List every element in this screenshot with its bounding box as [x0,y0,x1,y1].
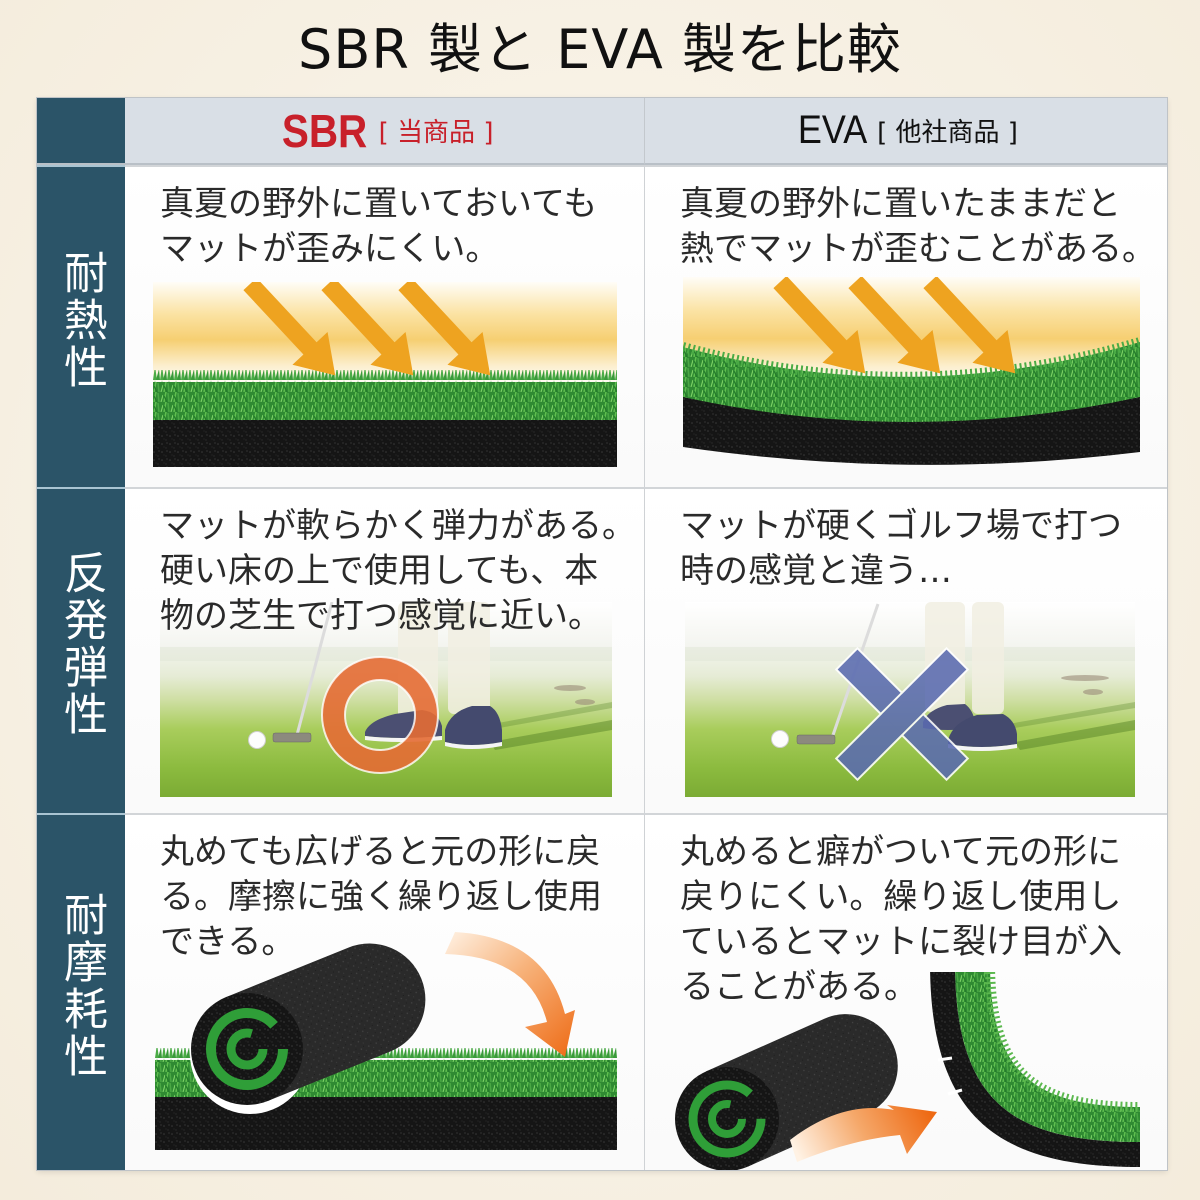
header-sbr-tag: [ 当商品 ] [378,118,494,148]
rolled-mat-flattens-icon [155,932,617,1150]
heat-arrow-icon [243,282,336,376]
distant-treeline [160,647,612,661]
cell-eva-heat: 真夏の野外に置いたままだと 熱でマットが歪むことがある。 [645,165,1167,487]
curved-mat-grass [955,972,1140,1142]
grass-blades [683,337,1140,382]
cross-ng-icon [834,646,970,782]
golf-ball [771,730,789,748]
text-line: 丸めると癖がついて元の形に [680,832,1121,872]
shadow [985,702,1135,732]
page-title: SBR 製と EVA 製を比較 [298,18,902,81]
text-line: マットが歪みにくい。 [160,229,500,269]
roll-arrow-icon [790,1105,937,1162]
text-line: る。摩擦に強く繰り返し使用 [160,877,602,917]
golf-green-photo [160,602,612,797]
distant-object [1061,675,1109,681]
heat-arrow-icon [321,282,414,376]
shadow [490,720,612,750]
text-line: 時の感覚と違う… [680,551,952,591]
text-line: マットが硬くゴルフ場で打つ [680,506,1122,546]
golf-ball [248,731,266,749]
row-label-heat-resistance: 耐熱性 [37,165,125,487]
text-line: 戻りにくい。繰り返し使用し [680,877,1122,917]
cell-sbr-abrasion: 丸めても広げると元の形に戻 る。摩擦に強く繰り返し使用 できる。 [125,813,645,1170]
circle-ok-outline [344,679,416,751]
rubber-base [683,397,1140,465]
header-sbr: SBR [ 当商品 ] [125,98,645,165]
header-eva: EVA [ 他社商品 ] [645,98,1167,165]
putter-head [796,734,836,745]
cell-sbr-resilience: マットが軟らかく弾力がある。 硬い床の上で使用しても、本 物の芝生で打つ感覚に近… [125,487,645,813]
cell-text: 丸めても広げると元の形に戻 る。摩擦に強く繰り返し使用 できる。 [160,830,602,965]
distant-object [1083,689,1103,695]
crack-mark [947,1088,963,1096]
shoe-sole [948,744,1017,751]
text-line: 丸めても広げると元の形に戻 [160,832,601,872]
rubber-base [153,420,617,467]
text-line: ることがある。 [680,967,918,1007]
row-label-text: 耐熱性 [56,249,107,391]
text-line: 真夏の野外に置いたままだと [680,184,1121,224]
header-corner [37,98,125,165]
unroll-arrow-icon [445,932,575,1057]
crack-mark [937,1056,953,1062]
text-line: 硬い床の上で使用しても、本 [160,551,599,591]
header-eva-tag: [ 他社商品 ] [877,118,1018,148]
text-line: 真夏の野外に置いておいても [160,184,598,224]
grass-layer [683,342,1140,426]
shoe [445,706,502,745]
cell-eva-resilience: マットが硬くゴルフ場で打つ 時の感覚と違う… [645,487,1167,813]
comparison-table: SBR [ 当商品 ] EVA [ 他社商品 ] 耐熱性 真夏の野外に置いておい… [37,98,1167,1170]
cell-text: 真夏の野外に置いておいても マットが歪みにくい。 [160,182,597,272]
text-line: できる。 [160,922,296,962]
grass-spiral [226,1028,268,1070]
cross-center [882,694,922,734]
distant-object [575,699,595,705]
flat-mat-under-sun-icon [153,282,617,467]
grass-spiral [708,1100,746,1138]
golfer-leg [972,602,1004,714]
cell-text: 丸めると癖がついて元の形に 戻りにくい。繰り返し使用し ているとマットに裂け目が… [680,830,1122,1010]
cell-sbr-heat: 真夏の野外に置いておいても マットが歪みにくい。 [125,165,645,487]
circle-ok-icon [322,657,438,773]
cell-text: マットが硬くゴルフ場で打つ 時の感覚と違う… [680,504,1122,594]
text-line: 熱でマットが歪むことがある。 [680,229,1156,269]
putter-shaft [295,602,334,736]
grass-spiral [206,1008,288,1090]
cell-text: マットが軟らかく弾力がある。 硬い床の上で使用しても、本 物の芝生で打つ感覚に近… [160,504,636,639]
grass-spiral [688,1080,766,1158]
golfer-leg [448,602,490,714]
shoe-sole [445,742,502,749]
shadow [1015,720,1135,750]
rolled-mat-cracks-icon [675,972,1140,1170]
shoe [948,714,1017,747]
distant-object [554,685,586,691]
putter-head [272,732,312,743]
grass-layer [153,382,617,422]
curved-mat-blades [985,972,1140,1112]
grass-blades [153,370,617,384]
warped-mat-under-sun-icon [683,277,1140,465]
header-sbr-name: SBR [281,104,367,157]
row-label-text: 耐摩耗性 [56,891,107,1080]
row-label-abrasion-resistance: 耐摩耗性 [37,813,125,1170]
text-line: ているとマットに裂け目が入 [680,922,1122,962]
cell-text: 真夏の野外に置いたままだと 熱でマットが歪むことがある。 [680,182,1156,272]
text-line: 物の芝生で打つ感覚に近い。 [160,596,602,636]
text-line: マットが軟らかく弾力がある。 [160,506,636,546]
row-label-resilience: 反発弾性 [37,487,125,813]
cell-eva-abrasion: 丸めると癖がついて元の形に 戻りにくい。繰り返し使用し ているとマットに裂け目が… [645,813,1167,1170]
heat-arrow-icon [923,277,1016,374]
circle-ok-outline [321,656,439,774]
curved-mat-rubber [930,972,1140,1167]
row-label-text: 反発弾性 [56,550,107,738]
golf-green-photo [685,602,1135,797]
heat-arrow-icon [848,277,941,374]
heat-arrow-icon [773,277,866,374]
header-eva-name: EVA [797,108,868,152]
distant-treeline [685,647,1135,661]
heat-arrow-icon [398,282,491,376]
